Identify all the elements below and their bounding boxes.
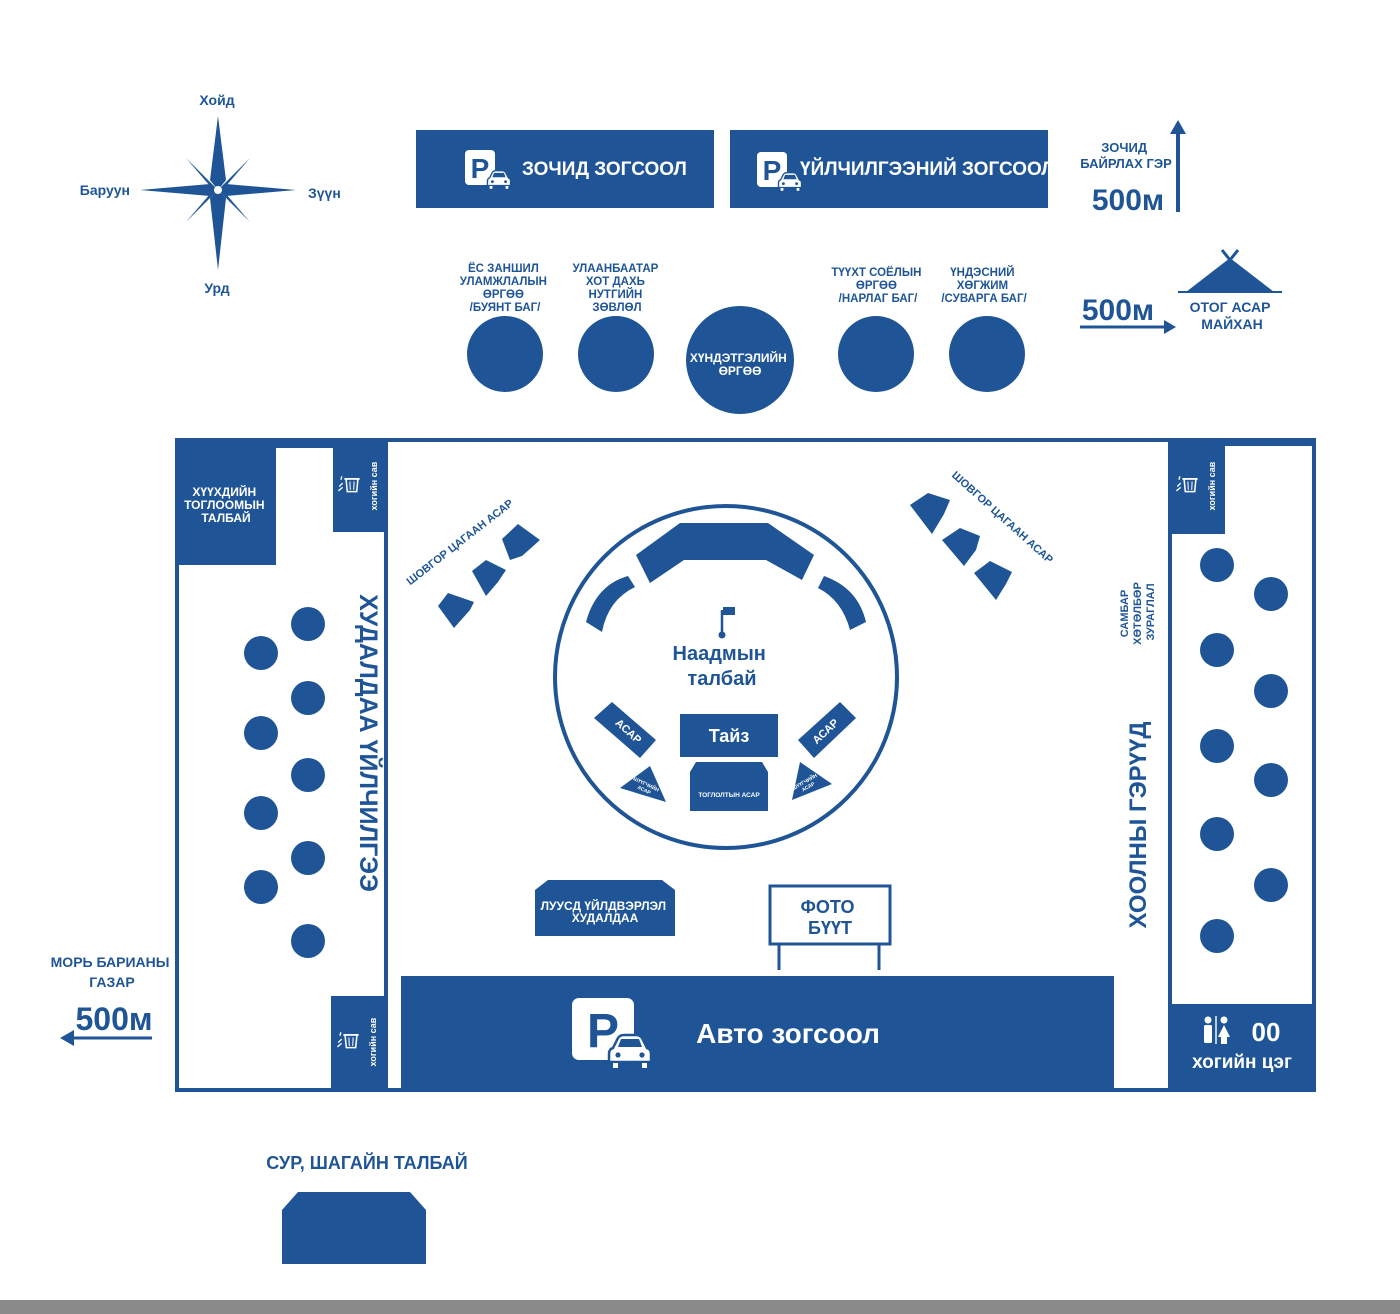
performance-tent-label: ТОГЛОЛТЫН АСАР <box>698 792 760 799</box>
food-ger <box>1200 919 1234 953</box>
flag-icon <box>718 607 735 639</box>
otog-distance: 500м <box>1082 294 1154 327</box>
naadam-label: Наадмын талбай <box>673 643 772 690</box>
auto-parking-area: P Авто зогсоол <box>401 976 1114 1088</box>
luus-label: ЛУУСД ҮЙЛДВЭРЛЭЛ ХУДАЛДАА <box>541 898 670 925</box>
food-ger <box>1254 868 1288 902</box>
right-stand <box>818 576 866 630</box>
toilet-icon <box>1204 1016 1230 1044</box>
trash-bin-box-top-left: хогийн сав <box>333 440 386 532</box>
stage-label: Тайз <box>709 726 750 746</box>
food-ger <box>1254 763 1288 797</box>
luus-production-area: ЛУУСД ҮЙЛДВЭРЛЭЛ ХУДАЛДАА <box>535 880 675 936</box>
trade-stall <box>291 607 325 641</box>
parking-letter: P <box>763 155 782 186</box>
trash-label: хогийн сав <box>369 461 379 510</box>
board-label: САМБАР ХӨТӨЛБӨР ЗУРАГЛАЛ <box>1119 579 1157 645</box>
service-parking-label: ҮЙЛЧИЛГЭЭНИЙ ЗОГСООЛ <box>800 158 1055 180</box>
judge-tent-left: ШҮҮГЧИЙН АСАР <box>620 766 666 802</box>
judge-tent-right: ШҮҮГЧИЙН АСАР <box>790 762 832 800</box>
compass-east-label: Зүүн <box>308 185 341 201</box>
arrow-left-icon <box>60 1030 152 1046</box>
otog-label: ОТОГ АСАР МАЙХАН <box>1190 299 1275 332</box>
main-stand <box>636 523 814 583</box>
throne-honor: ХҮНДЭТГЭЛИЙН ӨРГӨӨ <box>686 306 794 414</box>
service-parking-sign: P ҮЙЛЧИЛГЭЭНИЙ ЗОГСООЛ <box>730 130 1055 208</box>
archery-label: СУР, ШАГАЙН ТАЛБАЙ <box>266 1152 467 1173</box>
bottom-border-bar <box>0 1300 1400 1314</box>
guest-parking-sign: P ЗОЧИД ЗОГСООЛ <box>416 130 714 208</box>
shovgor-tents-left <box>438 524 540 628</box>
asar-right: АСАР <box>798 702 856 758</box>
naadam-field-circle <box>553 504 899 850</box>
guest-ger-label: ЗОЧИД БАЙРЛАХ ГЭР <box>1080 140 1172 171</box>
shovgor-tents-right <box>910 493 1012 600</box>
trash-label: хогийн сав <box>1207 461 1217 510</box>
trade-stall <box>244 716 278 750</box>
food-ger <box>1200 548 1234 582</box>
guest-parking-label: ЗОЧИД ЗОГСООЛ <box>522 159 687 180</box>
throne-buyant: ЁС ЗАНШИЛ УЛАМЖЛАЛЫН ӨРГӨӨ /БУЯНТ БАГ/ <box>460 262 550 392</box>
trade-stall <box>291 841 325 875</box>
food-label: ХООЛНЫ ГЭРҮҮД <box>1125 722 1152 929</box>
auto-parking-label: Авто зогсоол <box>696 1018 880 1049</box>
throne-ulaanbaatar: УЛААНБААТАР ХОТ ДАХЬ НУТГИЙН ЗӨВЛӨЛ <box>572 263 661 392</box>
trade-label: ХУДАЛДАА ҮЙЛЧИЛГЭЭ <box>354 594 384 892</box>
trade-stall <box>244 796 278 830</box>
trash-label: хогийн сав <box>368 1017 378 1066</box>
horse-race-distance: 500м <box>75 1001 152 1037</box>
throne-label: ХҮНДЭТГЭЛИЙН ӨРГӨӨ <box>690 350 790 378</box>
food-ger <box>1254 674 1288 708</box>
food-ger <box>1254 577 1288 611</box>
arrow-up-icon <box>1170 120 1186 212</box>
trade-stall <box>244 636 278 670</box>
trade-stall <box>291 681 325 715</box>
stage: Тайз <box>680 714 778 757</box>
trade-stall <box>291 758 325 792</box>
throne-label: ЁС ЗАНШИЛ УЛАМЖЛАЛЫН ӨРГӨӨ /БУЯНТ БАГ/ <box>460 262 550 314</box>
asar-left: АСАР <box>594 702 656 758</box>
throne-label: УЛААНБААТАР ХОТ ДАХЬ НУТГИЙН ЗӨВЛӨЛ <box>572 263 661 314</box>
photo-booth: ФОТО БҮҮТ <box>768 884 892 970</box>
performance-tent: ТОГЛОЛТЫН АСАР <box>690 762 768 811</box>
trash-bin-box-bottom-left: хогийн сав <box>331 996 386 1090</box>
compass-west-label: Баруун <box>80 182 130 198</box>
trade-stalls <box>244 607 325 958</box>
food-ger <box>1200 817 1234 851</box>
toilet-area: 00 хогийн цэг <box>1170 1004 1314 1088</box>
compass-north-label: Хойд <box>199 92 234 108</box>
compass-south-label: Урд <box>204 280 229 296</box>
kids-playground: ХҮҮХДИЙН ТОГЛООМЫН ТАЛБАЙ <box>177 440 276 565</box>
left-stand <box>586 576 635 632</box>
food-gers <box>1200 548 1288 953</box>
guest-ger-distance: 500м <box>1092 184 1164 217</box>
arrow-right-icon <box>1080 320 1176 334</box>
throne-suvarga: ҮНДЭСНИЙ ХӨГЖИМ /СУВАРГА БАГ/ <box>941 266 1027 392</box>
tent-icon <box>1178 249 1282 293</box>
photo-booth-label: ФОТО БҮҮТ <box>801 897 860 938</box>
throne-narlag: ТҮҮХТ СОЁЛЫН ӨРГӨӨ /НАРЛАГ БАГ/ <box>831 266 924 392</box>
compass-rose-icon <box>140 116 296 270</box>
archery-field <box>282 1192 426 1264</box>
food-ger <box>1200 729 1234 763</box>
trade-stall <box>244 870 278 904</box>
toilet-code: 00 <box>1252 1017 1281 1047</box>
trade-stall <box>291 924 325 958</box>
throne-label: ТҮҮХТ СОЁЛЫН ӨРГӨӨ /НАРЛАГ БАГ/ <box>831 266 924 305</box>
food-ger <box>1200 633 1234 667</box>
trash-bin-box-right: хогийн сав <box>1170 440 1225 534</box>
parking-letter: P <box>471 153 490 184</box>
throne-label: ҮНДЭСНИЙ ХӨГЖИМ /СУВАРГА БАГ/ <box>941 266 1027 305</box>
playground-label: ХҮҮХДИЙН ТОГЛООМЫН ТАЛБАЙ <box>184 484 268 525</box>
main-area-outline <box>175 438 1316 1092</box>
horse-race-label: МОРЬ БАРИАНЫ ГАЗАР <box>51 954 174 990</box>
toilet-label: хогийн цэг <box>1192 1052 1292 1073</box>
